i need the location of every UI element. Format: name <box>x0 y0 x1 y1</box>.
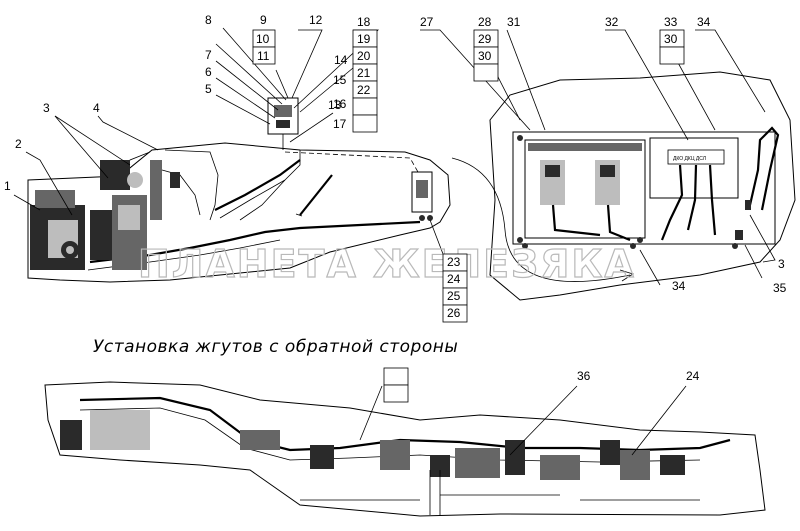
callout-19: 19 <box>357 32 371 46</box>
callout-18: 18 <box>357 15 371 29</box>
callout-30b: 30 <box>664 32 678 46</box>
callout-24: 24 <box>447 272 461 286</box>
callout-23: 23 <box>447 255 461 269</box>
callout-22: 22 <box>357 83 371 97</box>
callout-8: 8 <box>205 13 212 27</box>
callout-25: 25 <box>447 289 461 303</box>
callout-35: 35 <box>773 281 787 295</box>
callout-3b: 3 <box>778 257 785 271</box>
detail-view: ДКО ДКЦ ДСЛ <box>489 71 796 301</box>
view-link-arrow <box>451 157 631 282</box>
callout-2: 2 <box>15 137 22 151</box>
callout-9: 9 <box>260 13 267 27</box>
top-left-view <box>27 97 451 283</box>
callout-36: 36 <box>577 369 591 383</box>
callout-28: 28 <box>478 15 492 29</box>
bottom-view <box>44 381 766 517</box>
callout-21: 21 <box>357 66 371 80</box>
watermark: ПЛАНЕТА ЖЕЛЕЗЯКА <box>138 242 636 286</box>
callout-20: 20 <box>357 49 371 63</box>
callout-14: 14 <box>334 53 348 67</box>
svg-text:ДКО ДКЦ ДСЛ: ДКО ДКЦ ДСЛ <box>673 156 706 162</box>
callout-32: 32 <box>605 15 619 29</box>
callout-12: 12 <box>309 13 323 27</box>
callout-15: 15 <box>333 73 347 87</box>
callout-30: 30 <box>478 49 492 63</box>
callout-5: 5 <box>205 82 212 96</box>
callout-27: 27 <box>420 15 434 29</box>
callout-4: 4 <box>93 101 100 115</box>
callout-10: 10 <box>256 32 270 46</box>
callout-34: 34 <box>697 15 711 29</box>
leader-lines <box>13 27 776 456</box>
callout-16: 16 <box>333 97 347 111</box>
caption: Установка жгутов с обратной стороны <box>93 337 458 357</box>
callout-26: 26 <box>447 306 461 320</box>
callout-24b: 24 <box>686 369 700 383</box>
callout-31: 31 <box>507 15 521 29</box>
callout-boxes <box>252 29 685 323</box>
callout-1: 1 <box>4 179 11 193</box>
callout-34b: 34 <box>672 279 686 293</box>
callout-17: 17 <box>333 117 347 131</box>
callout-29: 29 <box>478 32 492 46</box>
callout-3: 3 <box>43 101 50 115</box>
callout-7: 7 <box>205 48 212 62</box>
callout-11: 11 <box>257 49 270 63</box>
callout-6: 6 <box>205 65 212 79</box>
callout-13: 13 <box>328 98 342 112</box>
callout-33: 33 <box>664 15 678 29</box>
